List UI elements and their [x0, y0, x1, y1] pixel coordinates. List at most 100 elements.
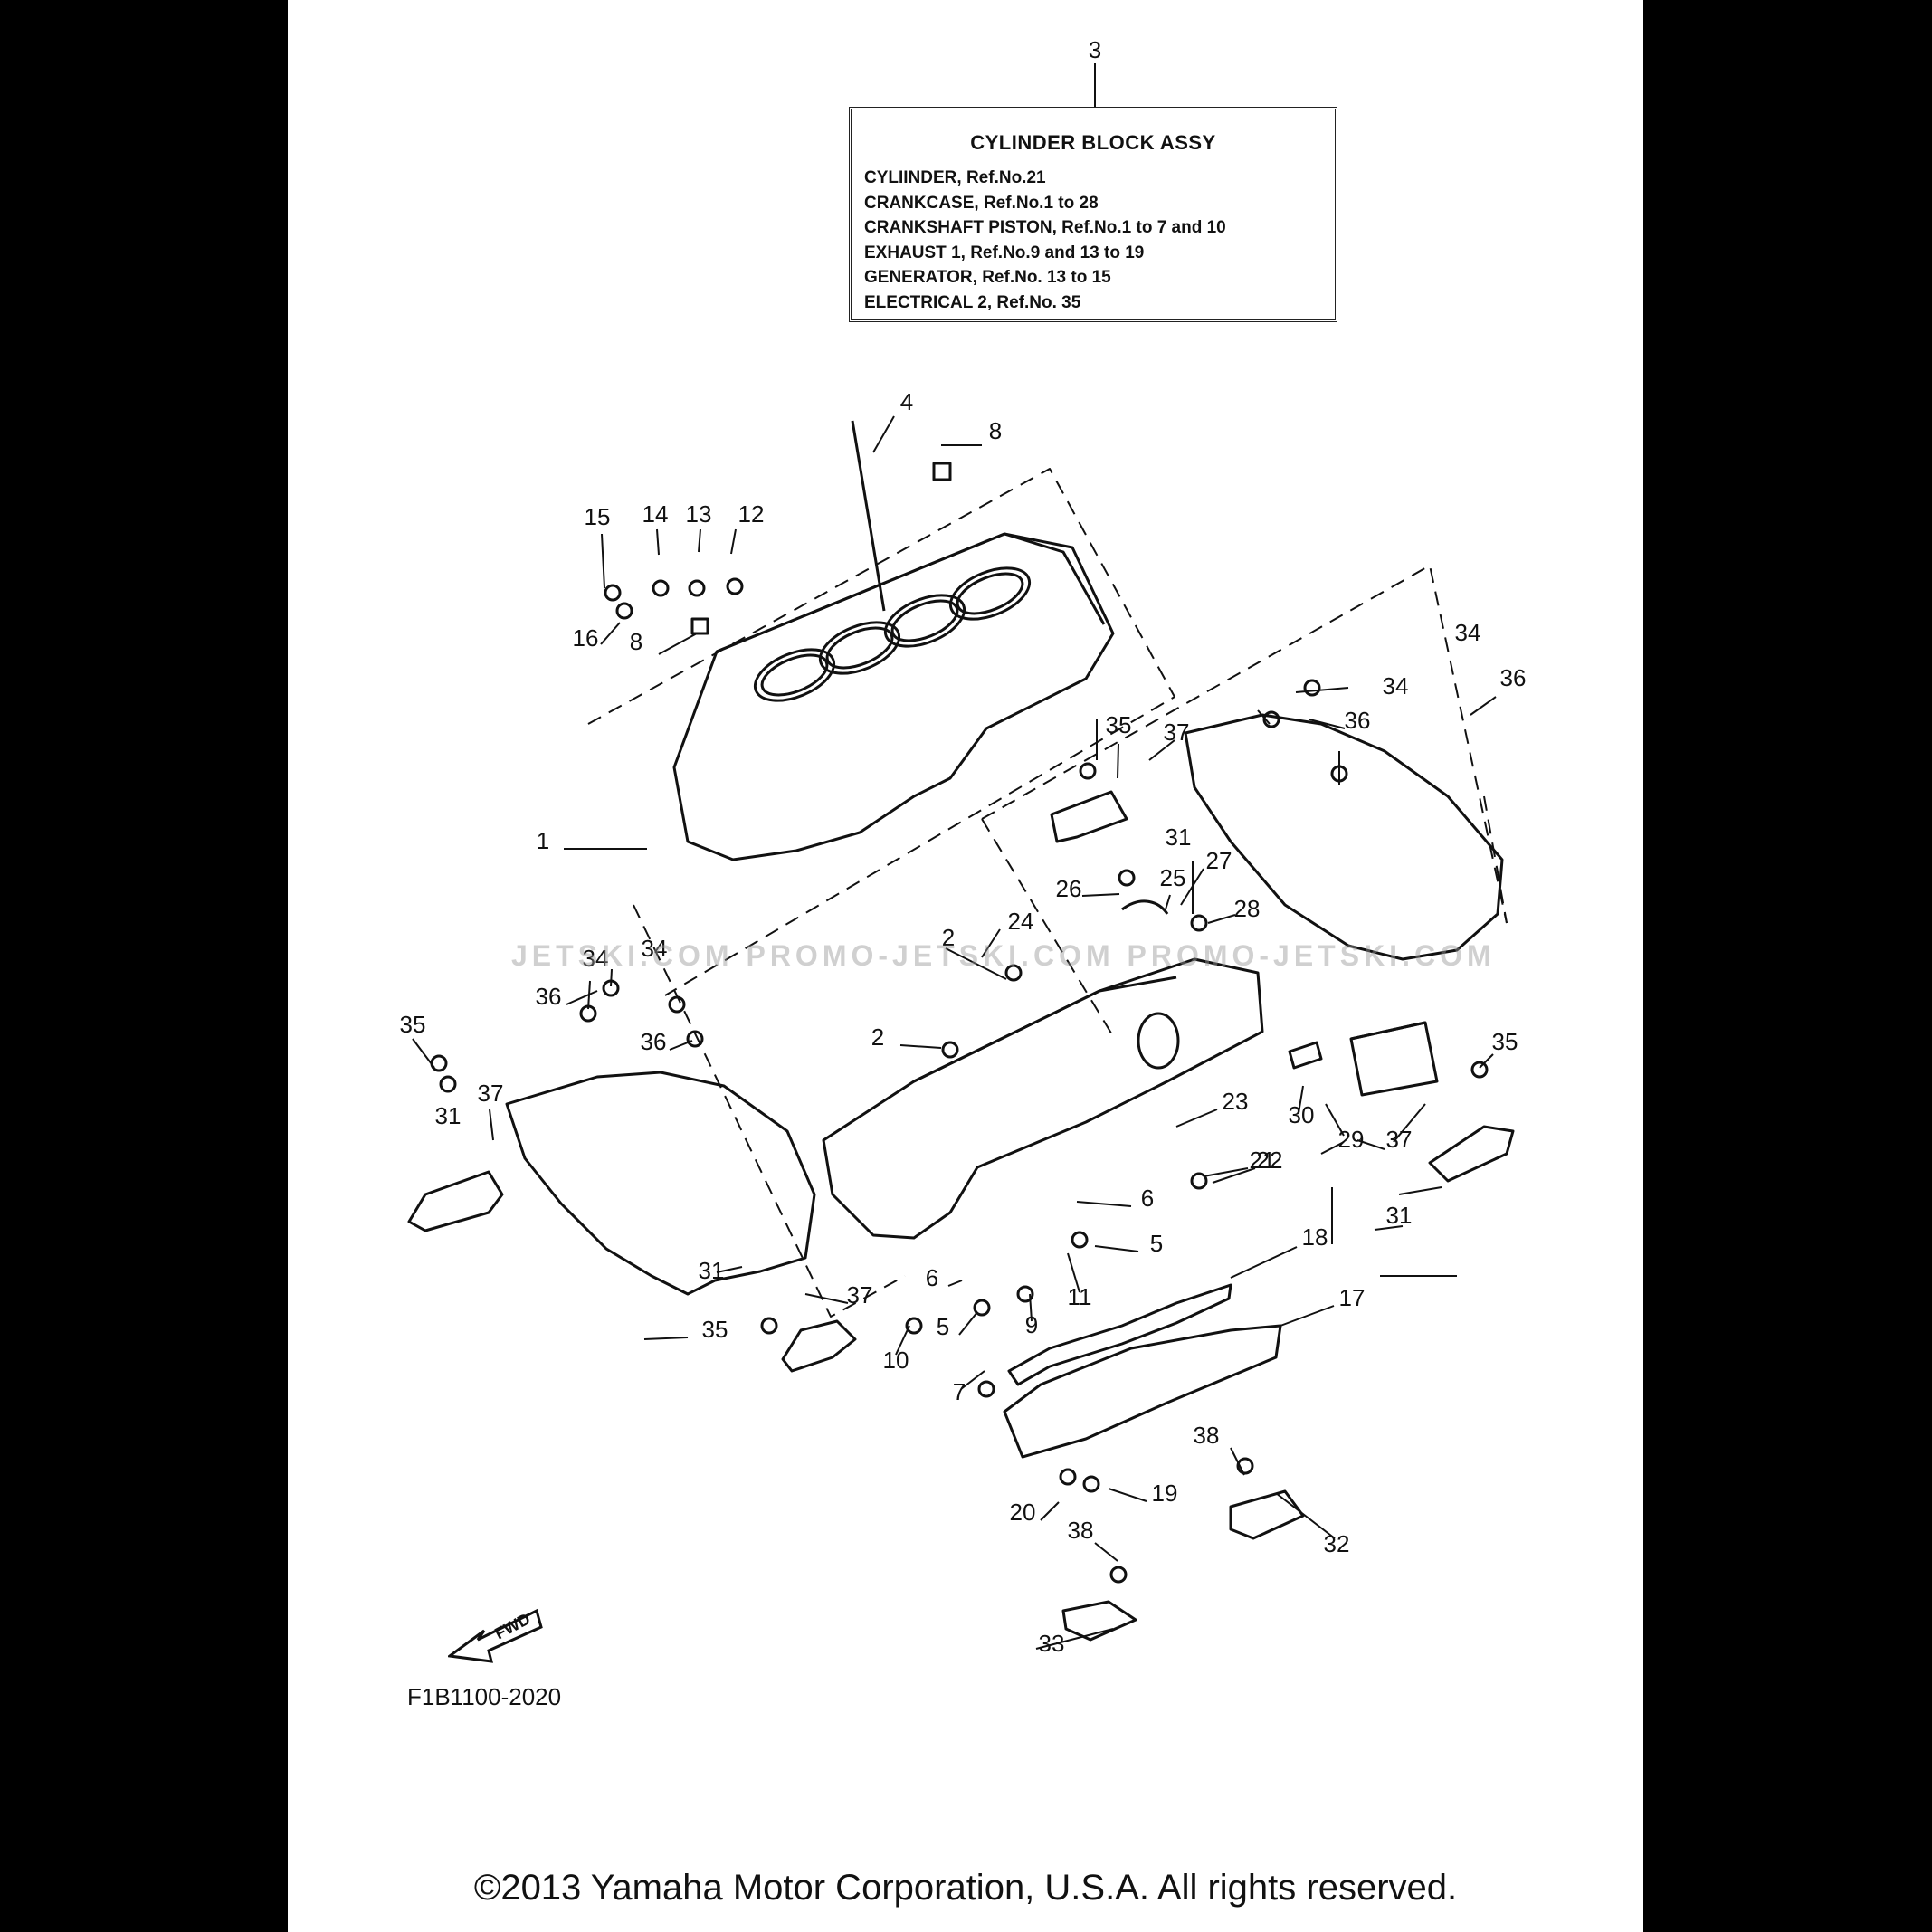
leader-line: [1325, 1103, 1345, 1137]
callout-number: 13: [686, 500, 712, 528]
cylinder-bore: [883, 594, 966, 648]
leader-line: [643, 1337, 689, 1340]
callout-number: 25: [1160, 864, 1186, 891]
leader-line: [1374, 1225, 1404, 1231]
leader-line: [960, 1370, 985, 1390]
cylinder-bore: [753, 648, 836, 702]
callout-number: 36: [1500, 664, 1527, 691]
crankcase-lower-top: [913, 976, 1177, 1083]
fastener: [1470, 1061, 1489, 1079]
cylinder-bore: [948, 566, 1032, 621]
callout-number: 35: [1106, 711, 1132, 738]
leader-line: [1275, 1492, 1336, 1539]
mount-32: [1229, 1489, 1305, 1540]
leader-line: [1165, 894, 1171, 910]
dashed-frame: [981, 818, 1114, 1037]
callout-number: 34: [1383, 672, 1409, 700]
fastener: [430, 1054, 448, 1072]
callout-number: 35: [1492, 1028, 1518, 1055]
callout-number: 8: [989, 417, 1002, 444]
callout-number: 30: [1289, 1101, 1315, 1128]
leader-line: [1470, 696, 1497, 716]
leader-line: [1029, 1293, 1033, 1322]
leader-line: [730, 528, 737, 555]
callout-number: 12: [738, 500, 765, 528]
callout-number: 16: [573, 624, 599, 652]
callout-number: 37: [1386, 1126, 1413, 1153]
callout-number: 20: [1010, 1499, 1036, 1526]
fastener: [439, 1075, 457, 1093]
fastener: [1262, 710, 1280, 728]
leader-line: [1108, 1488, 1147, 1502]
callout-number: 15: [585, 503, 611, 530]
callout-number: 1: [537, 827, 549, 854]
leader-line: [1393, 1103, 1426, 1143]
bracket-31-left: [407, 1170, 504, 1232]
dashed-frame: [587, 468, 1175, 996]
info-line: CRANKSHAFT PISTON, Ref.No.1 to 7 and 10: [864, 218, 1226, 237]
callout-number: 19: [1152, 1480, 1178, 1507]
callout-number: 36: [641, 1028, 667, 1055]
mount-33: [1061, 1600, 1137, 1642]
leader-line: [895, 1325, 910, 1356]
callout-number: 34: [642, 935, 668, 962]
leader-line: [872, 415, 895, 453]
callout-number: 22: [1257, 1147, 1283, 1174]
callout-number: 23: [1223, 1088, 1249, 1115]
callout-number: 35: [400, 1011, 426, 1038]
info-line: CYLIINDER, Ref.No.21: [864, 168, 1046, 187]
leader-line: [566, 990, 598, 1005]
forward-arrow-icon: FWD: [448, 1608, 543, 1663]
callout-number: 37: [478, 1080, 504, 1107]
fastener: [652, 579, 670, 597]
info-line: GENERATOR, Ref.No. 13 to 15: [864, 268, 1111, 287]
cylinder-bore: [818, 621, 901, 675]
leader-line: [658, 633, 698, 655]
callout-number: 36: [536, 983, 562, 1010]
callout-number: 9: [1025, 1311, 1038, 1338]
fastener: [1303, 679, 1321, 697]
callout-number: 2: [942, 924, 955, 951]
leader-line: [1298, 1085, 1304, 1114]
fastener: [668, 995, 686, 1014]
fastener: [977, 1380, 995, 1398]
bracket-31-bottom: [781, 1319, 857, 1373]
watermark-text: JETSKI.COM PROMO-JETSKI.COM PROMO-JETSKI…: [511, 939, 1496, 972]
info-line: ELECTRICAL 2, Ref.No. 35: [864, 292, 1081, 312]
fastener: [1109, 1566, 1128, 1584]
fastener: [686, 1030, 704, 1048]
callout-number: 17: [1339, 1284, 1366, 1311]
leader-line: [1067, 1252, 1080, 1293]
dashed-frame: [633, 904, 906, 1318]
callout-number: 3: [1089, 36, 1101, 63]
leader-line: [1076, 1201, 1132, 1207]
right-side-cover: [1184, 713, 1504, 961]
leader-line: [1230, 1246, 1298, 1279]
leader-line: [981, 928, 1001, 958]
callout-number: 38: [1194, 1422, 1220, 1449]
callout-number: 4: [900, 388, 913, 415]
callout-number: 31: [1386, 1202, 1413, 1229]
leader-line: [1257, 709, 1271, 725]
callout-number: 32: [1324, 1530, 1350, 1557]
fastener: [1082, 1475, 1100, 1493]
leader-line: [1207, 914, 1236, 924]
plug-30: [1288, 1041, 1323, 1070]
callout-number: 38: [1068, 1517, 1094, 1544]
gasket-18: [1007, 1283, 1232, 1386]
leader-line: [804, 1293, 849, 1304]
callout-number: 24: [1008, 908, 1034, 935]
dashed-frame: [981, 565, 1508, 924]
oil-filter-top: [1350, 1021, 1426, 1041]
callout-number: 14: [642, 500, 669, 528]
leader-line: [669, 1040, 693, 1051]
leader-line: [1081, 893, 1120, 897]
leader-line: [600, 622, 621, 645]
copyright-notice: ©2013 Yamaha Motor Corporation, U.S.A. A…: [473, 1868, 1458, 1908]
info-line: CRANKCASE, Ref.No.1 to 28: [864, 193, 1099, 213]
leader-line: [1212, 1167, 1256, 1184]
fastener: [941, 1041, 959, 1059]
leader-line: [1280, 1305, 1335, 1327]
fastener: [688, 579, 706, 597]
callout-number: 27: [1206, 847, 1232, 874]
